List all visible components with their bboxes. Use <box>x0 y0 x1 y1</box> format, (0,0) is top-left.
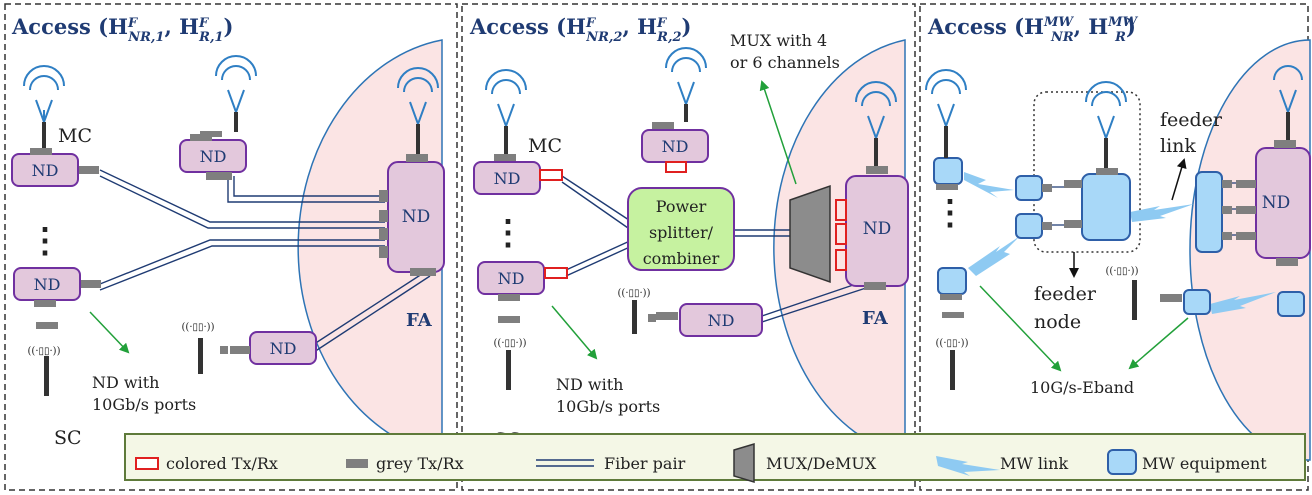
mc-label-p2: MC <box>528 135 562 157</box>
legend-grey-label: grey Tx/Rx <box>376 454 464 473</box>
feeder-link-line-1: feeder <box>1160 109 1223 131</box>
panel-1-masts <box>42 112 420 396</box>
svg-text:ND: ND <box>270 339 297 358</box>
panel-3-antennas <box>925 65 1303 139</box>
panel-1-fibers <box>99 169 431 353</box>
svg-text:ND: ND <box>32 161 59 180</box>
mux-note-line-2: or 6 channels <box>730 53 840 72</box>
nd-p1-sc: ND <box>13 267 81 301</box>
sc-signal-icon-p2: ((·▯▯·)) <box>494 338 527 349</box>
svg-text:Power: Power <box>656 197 707 216</box>
feeder-link-arrow <box>1171 158 1187 201</box>
mux-arrow <box>759 80 797 185</box>
feeder-node-line-1: feeder <box>1034 283 1097 305</box>
panel-3-mw-links <box>964 172 1276 314</box>
arrow-p2 <box>551 305 598 360</box>
panel-3-short-fibers <box>1052 182 1236 236</box>
small-cell-signal-icon-p2: ((·▯▯·)) <box>618 288 651 299</box>
legend-grey-swatch <box>346 459 368 468</box>
feeder-link-line-2: link <box>1160 135 1196 157</box>
mux-note-line-1: MUX with 4 <box>730 31 827 50</box>
panel-2-border <box>461 3 916 491</box>
panel-2-antennas <box>485 47 897 139</box>
nd-p2-fa: ND <box>845 175 909 287</box>
nd-p2-mc: ND <box>473 161 541 195</box>
svg-text:ND: ND <box>1262 193 1291 213</box>
eband-label: 10G/s-Eband <box>1030 378 1134 397</box>
nd-p1-bottom: ND <box>249 331 317 365</box>
small-cell-signal-icon-p3: ((·▯▯·)) <box>1106 266 1139 277</box>
dots-p1: ⋮ <box>28 221 62 261</box>
legend: colored Tx/Rx grey Tx/Rx Fiber pair MUX/… <box>124 433 1306 484</box>
svg-text:splitter/: splitter/ <box>649 223 714 242</box>
panel-2-masts <box>504 104 878 390</box>
nd-p2-sc: ND <box>477 261 545 295</box>
panel-3-masts <box>944 112 1290 390</box>
dots-p3: ⋮ <box>933 193 967 233</box>
svg-text:combiner: combiner <box>643 249 720 268</box>
legend-fiber-swatch <box>536 459 594 467</box>
panel-1-grey-txrx <box>30 131 436 354</box>
legend-mw-link-label: MW link <box>1000 454 1068 473</box>
fa-area-1 <box>297 39 443 456</box>
mw-equipment-units <box>933 157 1305 317</box>
arrow-p1 <box>89 311 130 354</box>
legend-colored-label: colored Tx/Rx <box>166 454 278 473</box>
panel-2-grey-txrx <box>494 122 888 323</box>
legend-mux-swatch <box>733 442 755 484</box>
fa-label-p1: FA <box>406 310 433 331</box>
nd-p1-mc: ND <box>11 153 79 187</box>
eband-arrow-left <box>979 285 1062 372</box>
legend-mw-equipment-swatch <box>1107 449 1137 475</box>
legend-mux-label: MUX/DeMUX <box>766 454 877 473</box>
legend-fiber-label: Fiber pair <box>604 454 686 473</box>
feeder-node-box <box>1033 91 1141 253</box>
fa-area-2 <box>773 39 906 456</box>
nd-p1-top: ND <box>179 139 247 173</box>
eband-arrow-right <box>1128 317 1189 370</box>
svg-text:ND: ND <box>200 147 227 166</box>
nd-with-p2: ND with <box>556 375 623 394</box>
svg-text:ND: ND <box>708 311 735 330</box>
nd-p3-fa: ND <box>1255 147 1311 259</box>
ports-p1: 10Gb/s ports <box>92 395 196 414</box>
dots-p2: ⋮ <box>491 213 525 253</box>
legend-colored-swatch <box>135 457 159 470</box>
feeder-node-line-2: node <box>1034 311 1081 333</box>
mc-label-p1: MC <box>58 125 92 147</box>
svg-text:ND: ND <box>34 275 61 294</box>
fa-label-p2: FA <box>862 308 889 329</box>
svg-text:ND: ND <box>402 207 431 227</box>
nd-p1-fa: ND <box>387 161 445 273</box>
legend-mw-link-swatch <box>936 456 1000 476</box>
panel-2-fibers <box>561 175 867 323</box>
nd-p2-bottom: ND <box>679 303 763 337</box>
ports-p2: 10Gb/s ports <box>556 397 660 416</box>
small-cell-signal-icon-p1: ((·▯▯·)) <box>182 322 215 333</box>
panel-3-grey-txrx <box>936 140 1298 318</box>
panel-1-antennas <box>23 55 439 125</box>
nd-with-p1: ND with <box>92 373 159 392</box>
panel-2-colored-txrx <box>539 161 847 279</box>
mux-demux-p2 <box>789 184 831 284</box>
svg-text:ND: ND <box>662 137 689 156</box>
svg-text:ND: ND <box>498 269 525 288</box>
panel-1-border <box>4 3 458 491</box>
sc-signal-icon-p3: ((·▯▯·)) <box>936 338 969 349</box>
legend-mw-equipment-label: MW equipment <box>1142 454 1267 473</box>
nd-p2-top: ND <box>641 129 709 163</box>
svg-text:ND: ND <box>863 219 892 239</box>
svg-text:ND: ND <box>494 169 521 188</box>
power-splitter: Power splitter/ combiner <box>627 187 735 271</box>
sc-signal-icon-p1: ((·▯▯·)) <box>28 346 61 357</box>
sc-label-p1: SC <box>54 427 82 449</box>
